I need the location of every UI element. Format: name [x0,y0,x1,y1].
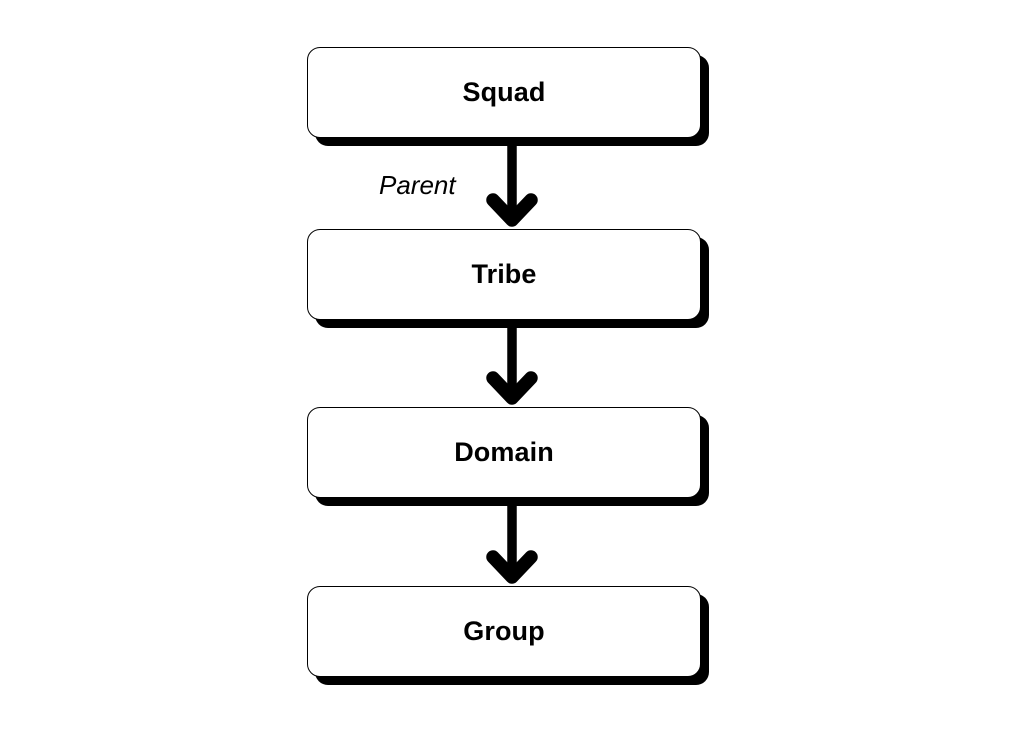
node-group-label: Group [463,616,545,646]
edge-label-parent: Parent [379,170,456,200]
node-domain-label: Domain [454,437,554,467]
edge-tribe-to-domain-arrow [486,320,538,405]
edge-squad-to-tribe[interactable] [472,130,552,230]
node-tribe-label: Tribe [471,259,537,289]
node-squad-label: Squad [462,77,546,107]
node-group-body[interactable]: Group [307,586,701,677]
edge-tribe-to-domain[interactable] [472,312,552,408]
node-domain-body[interactable]: Domain [307,407,701,498]
node-squad[interactable]: Squad [307,47,709,146]
edge-domain-to-group[interactable] [472,490,552,587]
edge-domain-to-group-arrow [486,498,538,584]
node-group[interactable]: Group [307,586,709,685]
node-tribe-body[interactable]: Tribe [307,229,701,320]
node-squad-body[interactable]: Squad [307,47,701,138]
node-domain[interactable]: Domain [307,407,709,506]
edge-squad-to-tribe-arrow [486,138,538,227]
node-tribe[interactable]: Tribe [307,229,709,328]
